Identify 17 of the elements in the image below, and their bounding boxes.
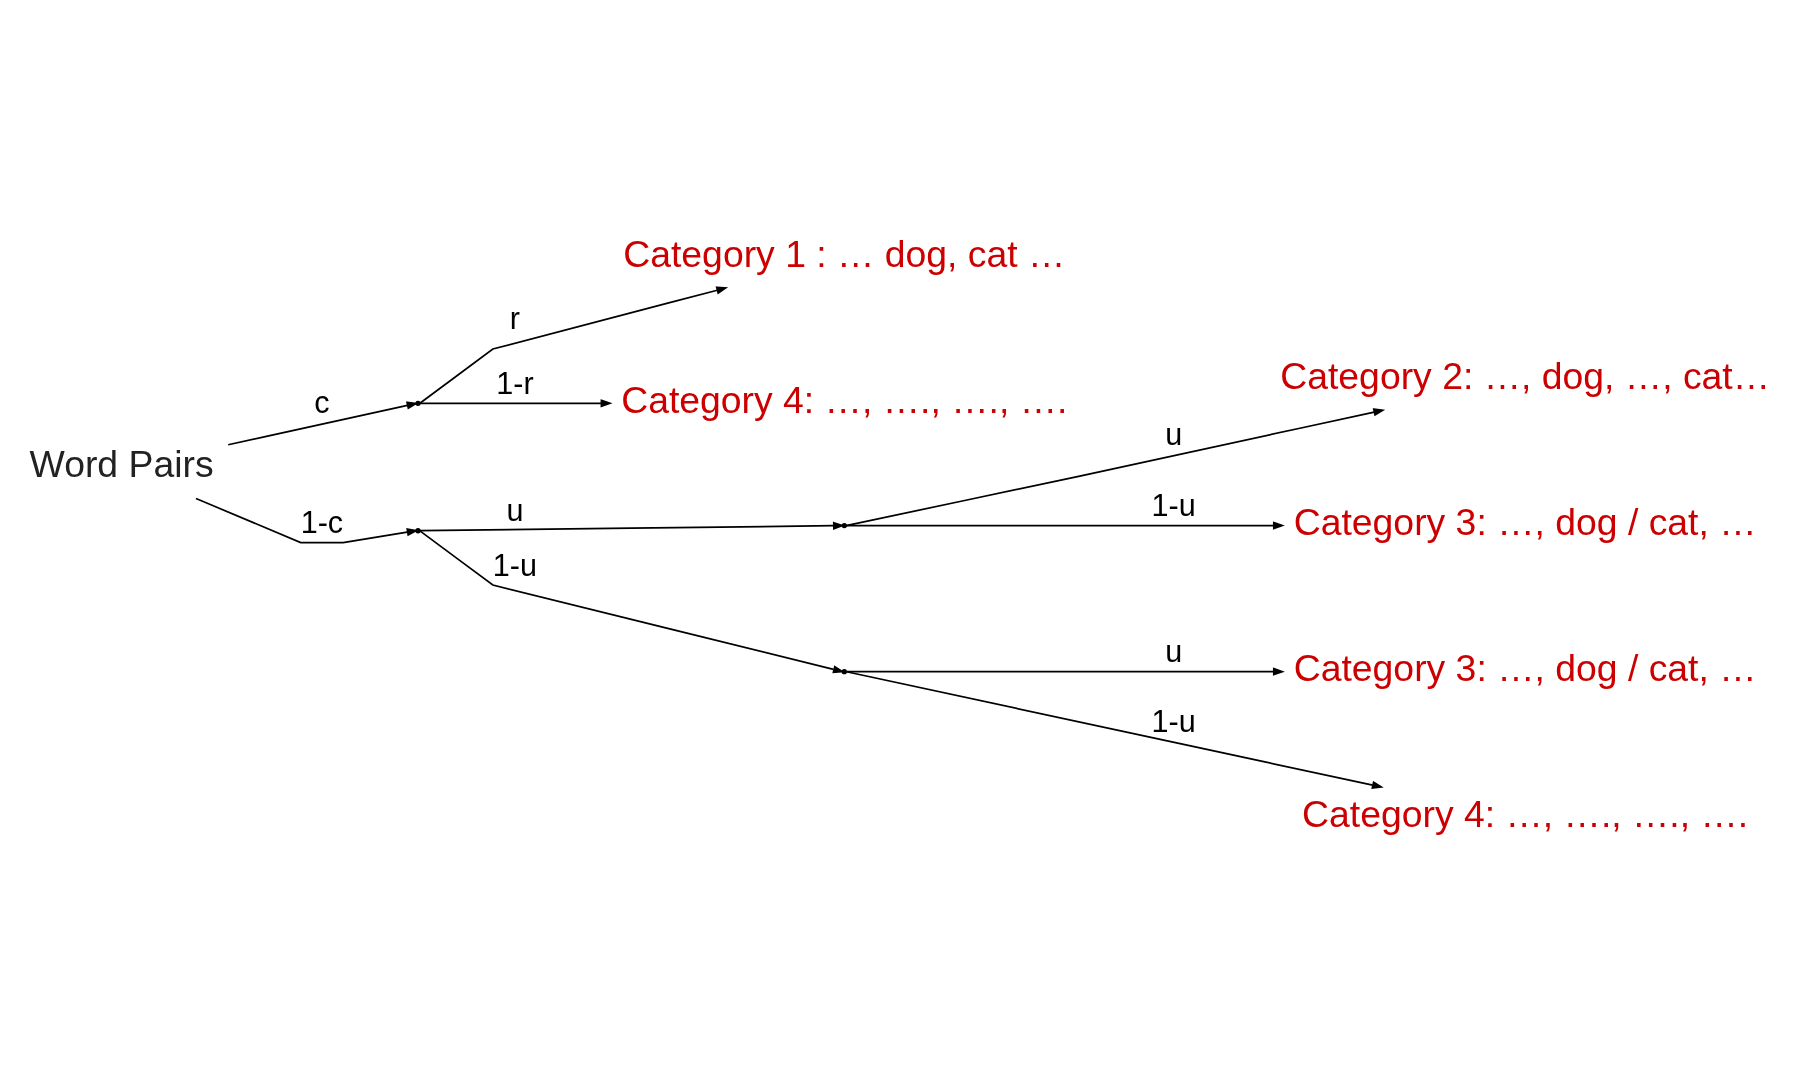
edge-label: u: [506, 493, 524, 528]
node-text: Category 1 : … dog, cat …: [623, 232, 1066, 275]
edge-label: u: [1165, 634, 1183, 669]
edge-label: 1-u: [492, 547, 537, 582]
node-text: Category 4: …, …., …., ….: [1302, 793, 1749, 836]
edge-label: c: [314, 384, 330, 419]
edge-label: u: [1165, 416, 1183, 451]
node-text: Word Pairs: [29, 443, 214, 486]
edge-label: 1-c: [300, 505, 344, 540]
node-text: Category 3: …, dog / cat, …: [1293, 647, 1757, 690]
node-text: Category 4: …, …., …., ….: [621, 378, 1068, 421]
edge-label: 1-u: [1151, 488, 1196, 523]
node-text: Category 3: …, dog / cat, …: [1293, 501, 1757, 544]
node-text: Category 2: …, dog, …, cat…: [1280, 355, 1771, 398]
edge-label: r: [509, 301, 521, 336]
edge-label: 1-u: [1151, 703, 1196, 738]
edge-label: 1-r: [496, 365, 534, 400]
